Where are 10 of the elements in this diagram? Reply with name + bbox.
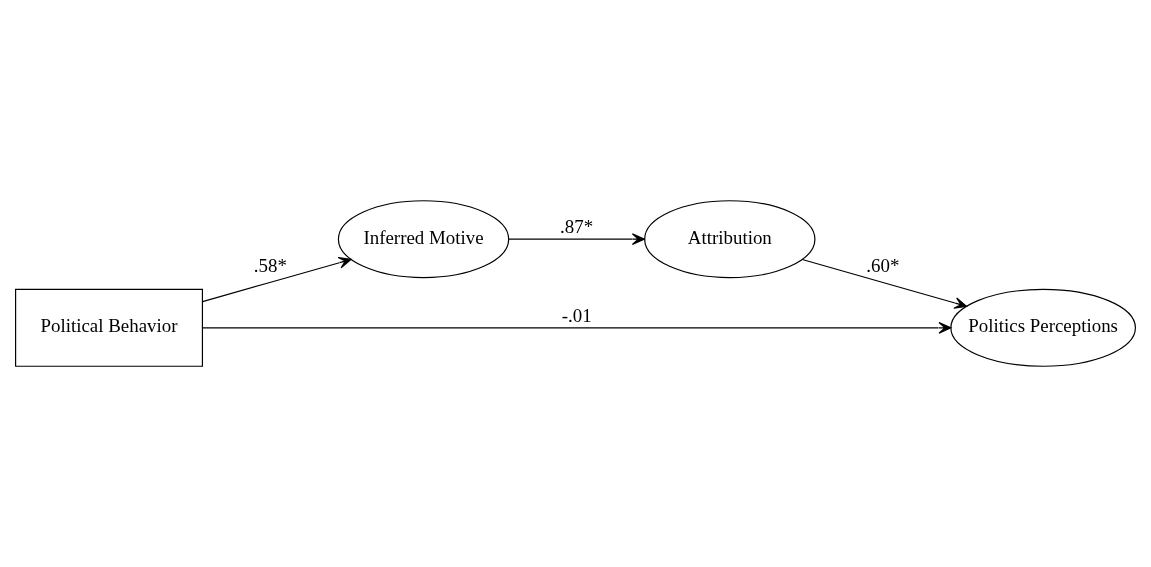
arrow	[801, 258, 968, 309]
edge-label: -.01	[561, 304, 592, 326]
edge-label: .87*	[560, 216, 594, 238]
node-ellipse: Attribution	[644, 200, 816, 279]
arrow	[508, 233, 645, 246]
edge-label: .60*	[866, 255, 900, 277]
arrow	[202, 256, 352, 303]
edge-label: .58*	[253, 255, 287, 277]
arrow	[201, 321, 952, 334]
node-box: Political Behavior	[15, 288, 203, 367]
